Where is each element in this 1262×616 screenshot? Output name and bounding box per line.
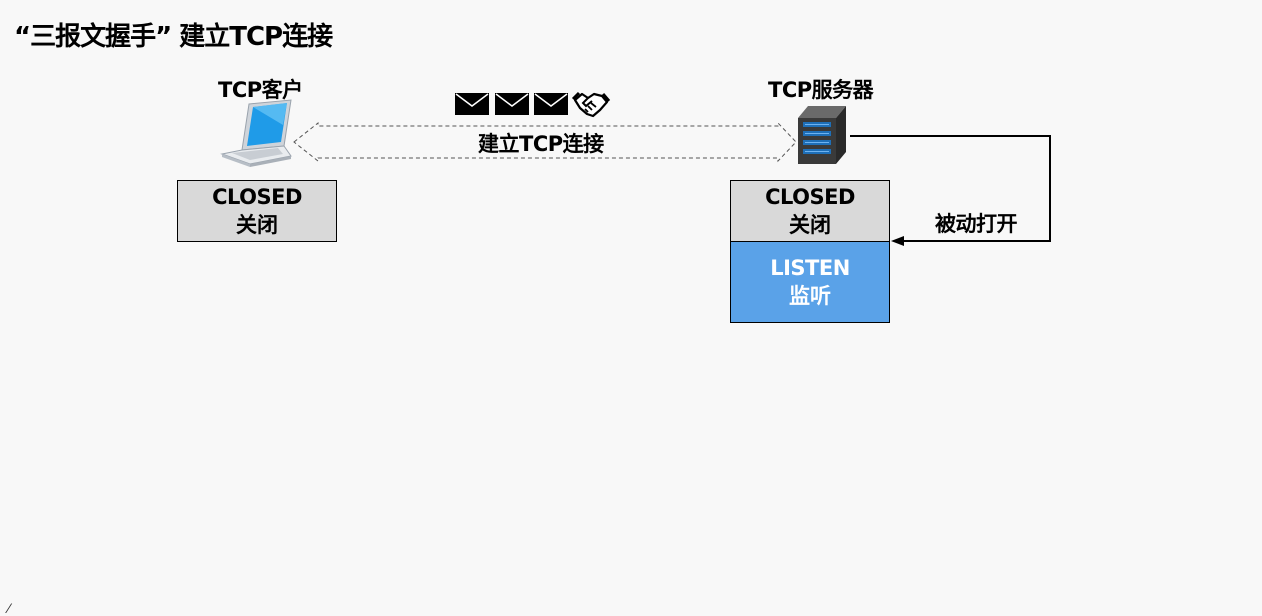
server-label: TCP服务器 bbox=[768, 78, 874, 102]
envelope-icon bbox=[455, 93, 489, 115]
passive-open-label: 被动打开 bbox=[935, 212, 1018, 236]
client-label: TCP客户 bbox=[218, 78, 303, 102]
state-en-label: CLOSED bbox=[765, 185, 855, 209]
state-en-label: LISTEN bbox=[770, 256, 850, 280]
connection-label: 建立TCP连接 bbox=[478, 132, 604, 156]
handshake-icon bbox=[571, 91, 611, 118]
server-icon bbox=[798, 106, 846, 164]
state-zh-label: 关闭 bbox=[236, 213, 278, 237]
state-zh-label: 关闭 bbox=[789, 213, 831, 237]
client-state-closed: CLOSED 关闭 bbox=[177, 180, 337, 242]
corner-mark: ⁄ bbox=[8, 600, 11, 616]
server-state-listen: LISTEN 监听 bbox=[730, 241, 890, 323]
server-state-closed: CLOSED 关闭 bbox=[730, 180, 890, 242]
envelope-icon bbox=[495, 93, 529, 115]
page-title: “三报文握手” 建立TCP连接 bbox=[14, 22, 333, 52]
state-en-label: CLOSED bbox=[212, 185, 302, 209]
passive-open-arrow bbox=[850, 135, 1051, 246]
envelope-icon bbox=[534, 93, 568, 115]
laptop-icon bbox=[220, 99, 292, 167]
state-zh-label: 监听 bbox=[789, 284, 831, 308]
